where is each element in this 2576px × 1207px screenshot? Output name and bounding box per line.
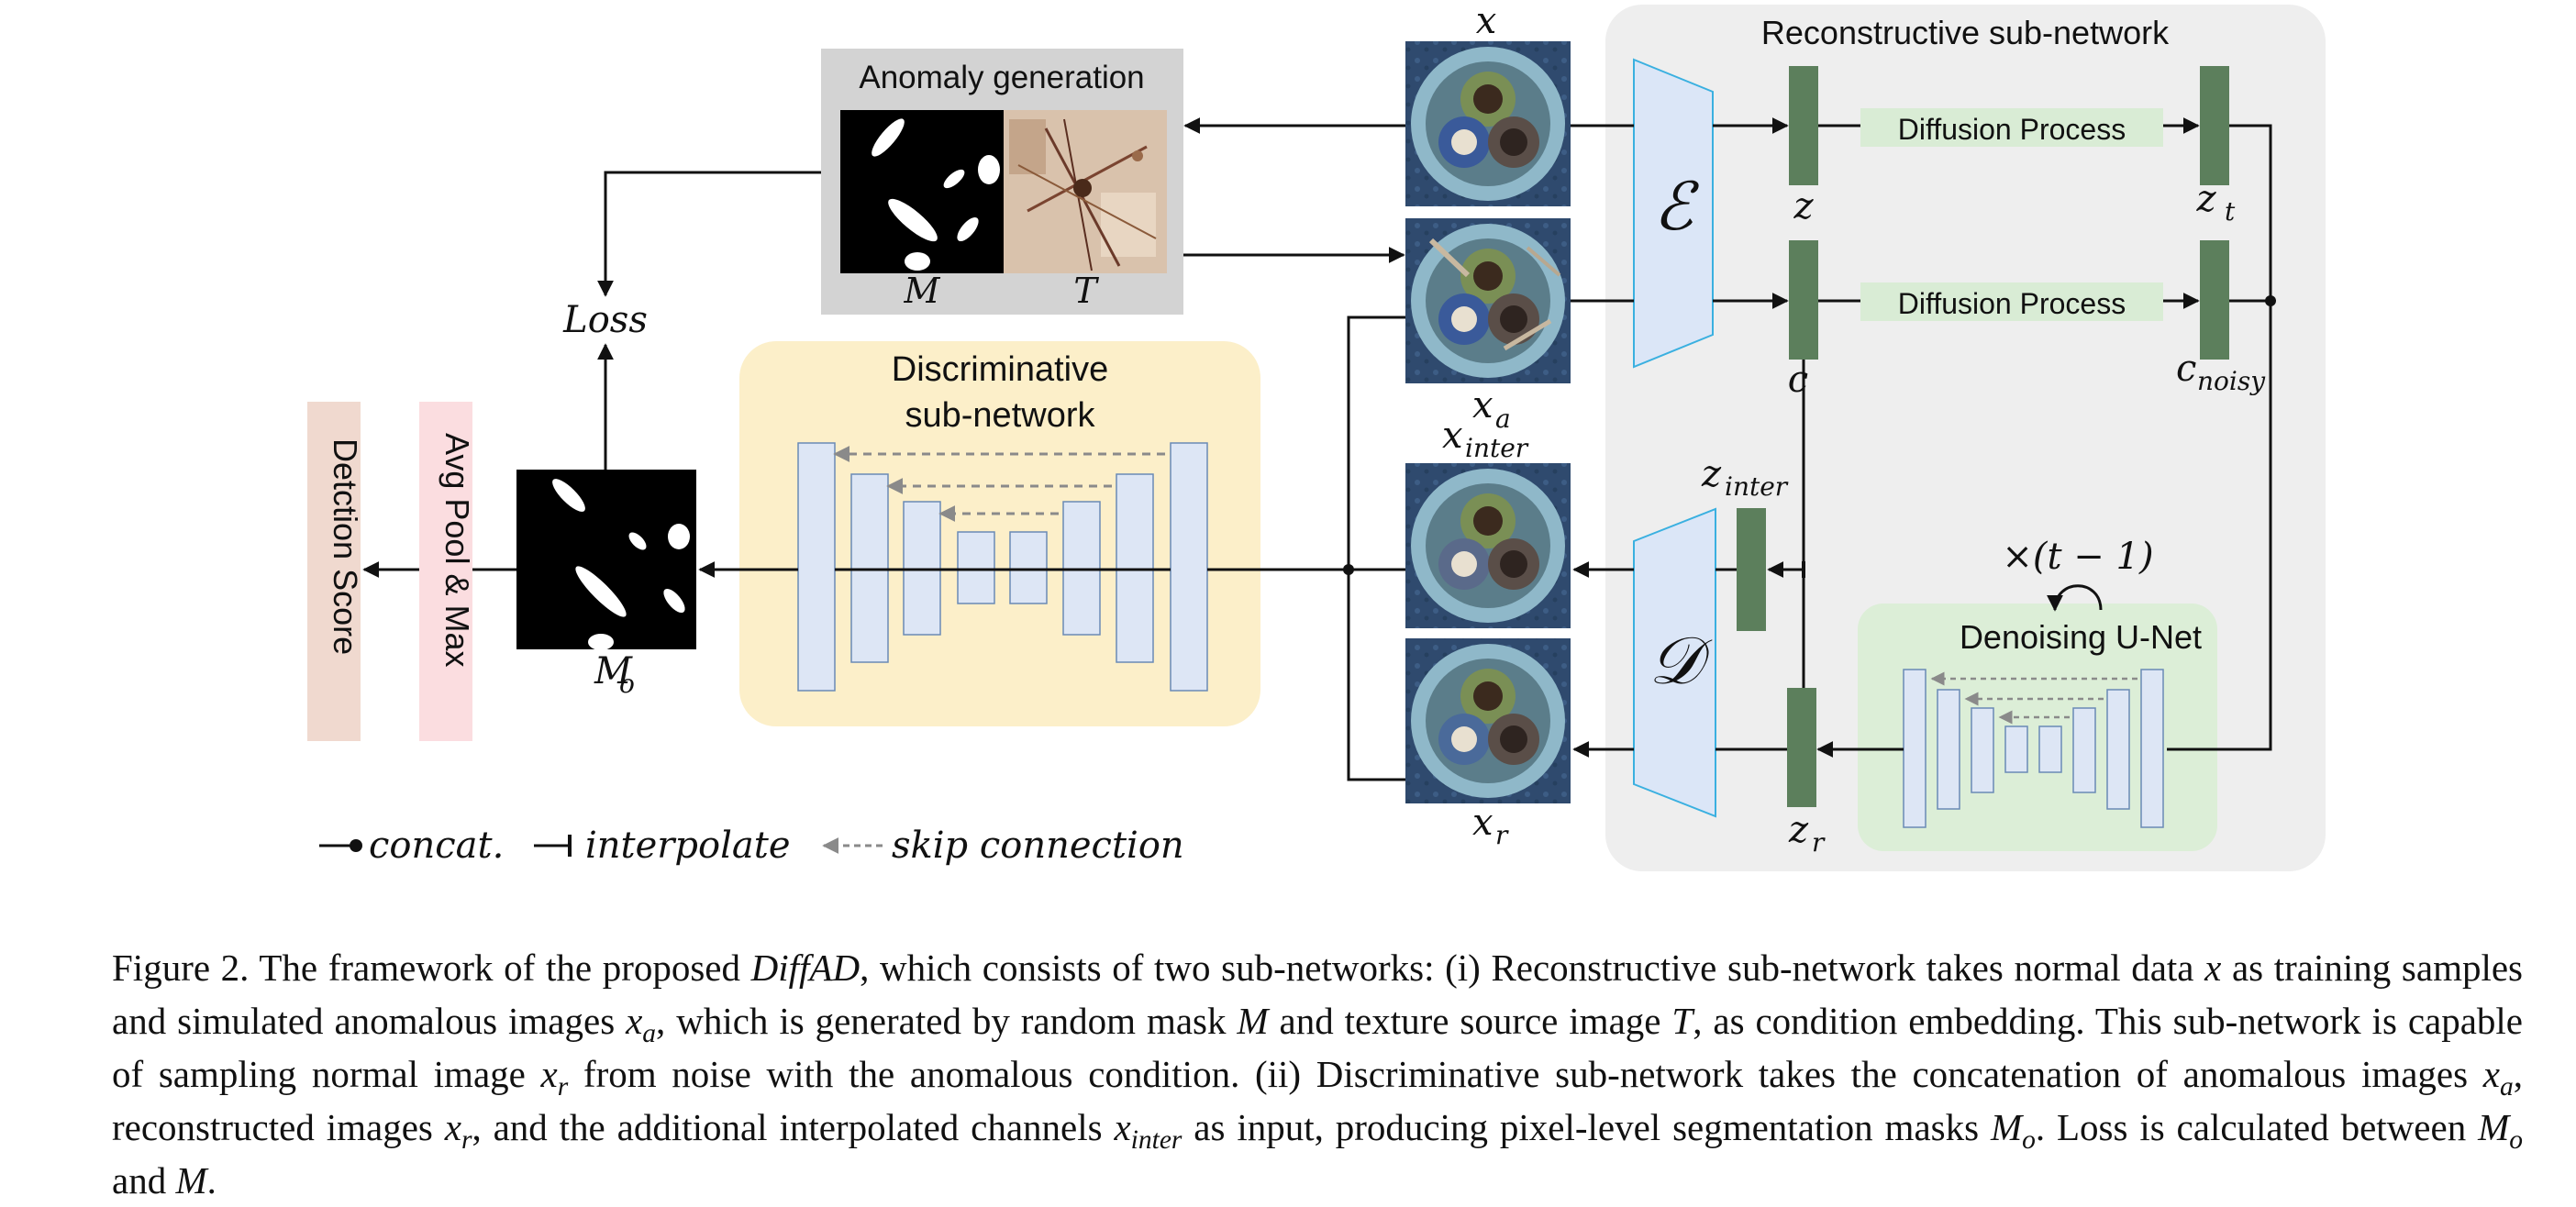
texture-label: T (1073, 271, 1099, 311)
label-x-inter: x (1442, 415, 1463, 457)
label-loss: Loss (562, 299, 648, 341)
figure-caption: Figure 2. The framework of the proposed … (112, 941, 2523, 1207)
legend: concat. interpolate skip connection (319, 825, 1184, 867)
caption-math: x (2204, 947, 2222, 989)
caption-text: . (206, 1159, 217, 1201)
caption-math: x (1114, 1106, 1131, 1148)
decoder-block (1633, 507, 1716, 818)
label-z-r: z (1788, 809, 1809, 851)
caption-text: . Loss is calculated between (2035, 1106, 2479, 1148)
anomaly-generation-title: Anomaly generation (859, 60, 1144, 95)
avg-pool-label: Avg Pool & Max (439, 433, 476, 667)
caption-text: and (112, 1159, 176, 1201)
label-z-inter-sub: inter (1725, 471, 1789, 502)
caption-math-sub: o (2509, 1125, 2523, 1156)
label-z-r-sub: r (1812, 827, 1826, 858)
caption-math: x (2482, 1053, 2500, 1095)
framework-diagram: Reconstructive sub-network Anomaly gener… (307, 0, 2326, 871)
diffusion-process-2 (1860, 282, 2163, 321)
diffusion-process-1-label: Diffusion Process (1898, 113, 2126, 146)
caption-text: The framework of the proposed (249, 947, 751, 989)
label-x-r: x (1472, 802, 1493, 844)
label-x: x (1476, 0, 1497, 42)
caption-math-sub: o (2022, 1125, 2036, 1156)
discriminative-title-1: Discriminative (892, 350, 1108, 389)
caption-text: from noise with the anomalous condition.… (568, 1053, 2483, 1095)
caption-math: M (1990, 1106, 2023, 1148)
image-x-r (1405, 638, 1571, 803)
caption-math: M (1237, 1000, 1269, 1042)
mask-image (840, 110, 1004, 273)
latent-c (1789, 240, 1818, 360)
mask-label: M (904, 271, 941, 311)
legend-skip: skip connection (892, 825, 1184, 867)
caption-label: Figure 2. (112, 947, 250, 989)
caption-math-sub: r (557, 1072, 569, 1102)
caption-math: M (175, 1159, 207, 1201)
image-x-inter (1405, 463, 1571, 628)
denoising-unet-blocks (1903, 669, 2164, 828)
label-x-inter-sub: inter (1465, 433, 1529, 463)
discriminative-title-2: sub-network (905, 396, 1096, 435)
repeat-label: ×(t − 1) (2002, 536, 2153, 578)
caption-text: , and the additional interpolated channe… (472, 1106, 1115, 1148)
label-x-a: x (1472, 384, 1493, 426)
caption-math-sub: a (2499, 1072, 2514, 1102)
label-z-t-sub: t (2225, 196, 2236, 227)
caption-text: , which is generated by random mask (656, 1000, 1238, 1042)
caption-math: x (540, 1053, 558, 1095)
label-c-noisy-sub: noisy (2197, 366, 2266, 396)
caption-math-sub: r (461, 1125, 472, 1156)
caption-math: M (2478, 1106, 2510, 1148)
caption-text: and texture source image (1268, 1000, 1672, 1042)
caption-math: x (626, 1000, 643, 1042)
output-mask (516, 470, 696, 650)
caption-math-sub: inter (1130, 1125, 1183, 1156)
latent-z-t (2200, 66, 2229, 185)
caption-text: , which consists of two sub-networks: (i… (860, 947, 2205, 989)
label-x-a-sub: a (1495, 404, 1511, 434)
caption-math-sub: a (642, 1019, 657, 1049)
diffusion-process-2-label: Diffusion Process (1898, 287, 2126, 320)
latent-z (1789, 66, 1818, 185)
caption-math: x (444, 1106, 461, 1148)
label-m-o-sub: o (619, 669, 635, 699)
label-x-r-sub: r (1495, 820, 1509, 850)
label-z-t: z (2195, 178, 2216, 220)
image-x (1405, 41, 1571, 206)
label-m-o: M (594, 650, 633, 692)
detection-score-label: Detction Score (327, 438, 364, 655)
encoder-symbol: ℰ (1653, 168, 1699, 245)
encoder-block (1633, 58, 1714, 369)
label-c-noisy: c (2176, 348, 2196, 390)
legend-interpolate: interpolate (585, 825, 791, 867)
latent-z-r (1787, 688, 1816, 807)
label-c: c (1788, 359, 1808, 401)
label-z: z (1793, 185, 1814, 227)
label-z-inter: z (1701, 453, 1722, 495)
reconstructive-title: Reconstructive sub-network (1761, 14, 2170, 51)
legend-concat: concat. (369, 825, 504, 867)
avg-pool-column (419, 402, 472, 741)
caption-text: as input, producing pixel-level segmenta… (1182, 1106, 1991, 1148)
caption-text: , reconstructed images (112, 1053, 2523, 1148)
latent-z-inter (1737, 508, 1766, 631)
detection-score-column (307, 402, 361, 741)
caption-diffad: DiffAD (750, 947, 861, 989)
caption-text: , as condition embedding. This sub-netwo… (112, 1000, 2524, 1095)
denoising-unet-title: Denoising U-Net (1960, 618, 2202, 656)
caption-text: as training samples and simulated anomal… (112, 947, 2524, 1042)
texture-image (1004, 110, 1167, 273)
connections (362, 117, 2272, 781)
caption-math: T (1671, 1000, 1693, 1042)
diffusion-process-1 (1860, 108, 2163, 147)
latent-c-noisy (2200, 240, 2229, 360)
image-x-a (1405, 218, 1571, 383)
